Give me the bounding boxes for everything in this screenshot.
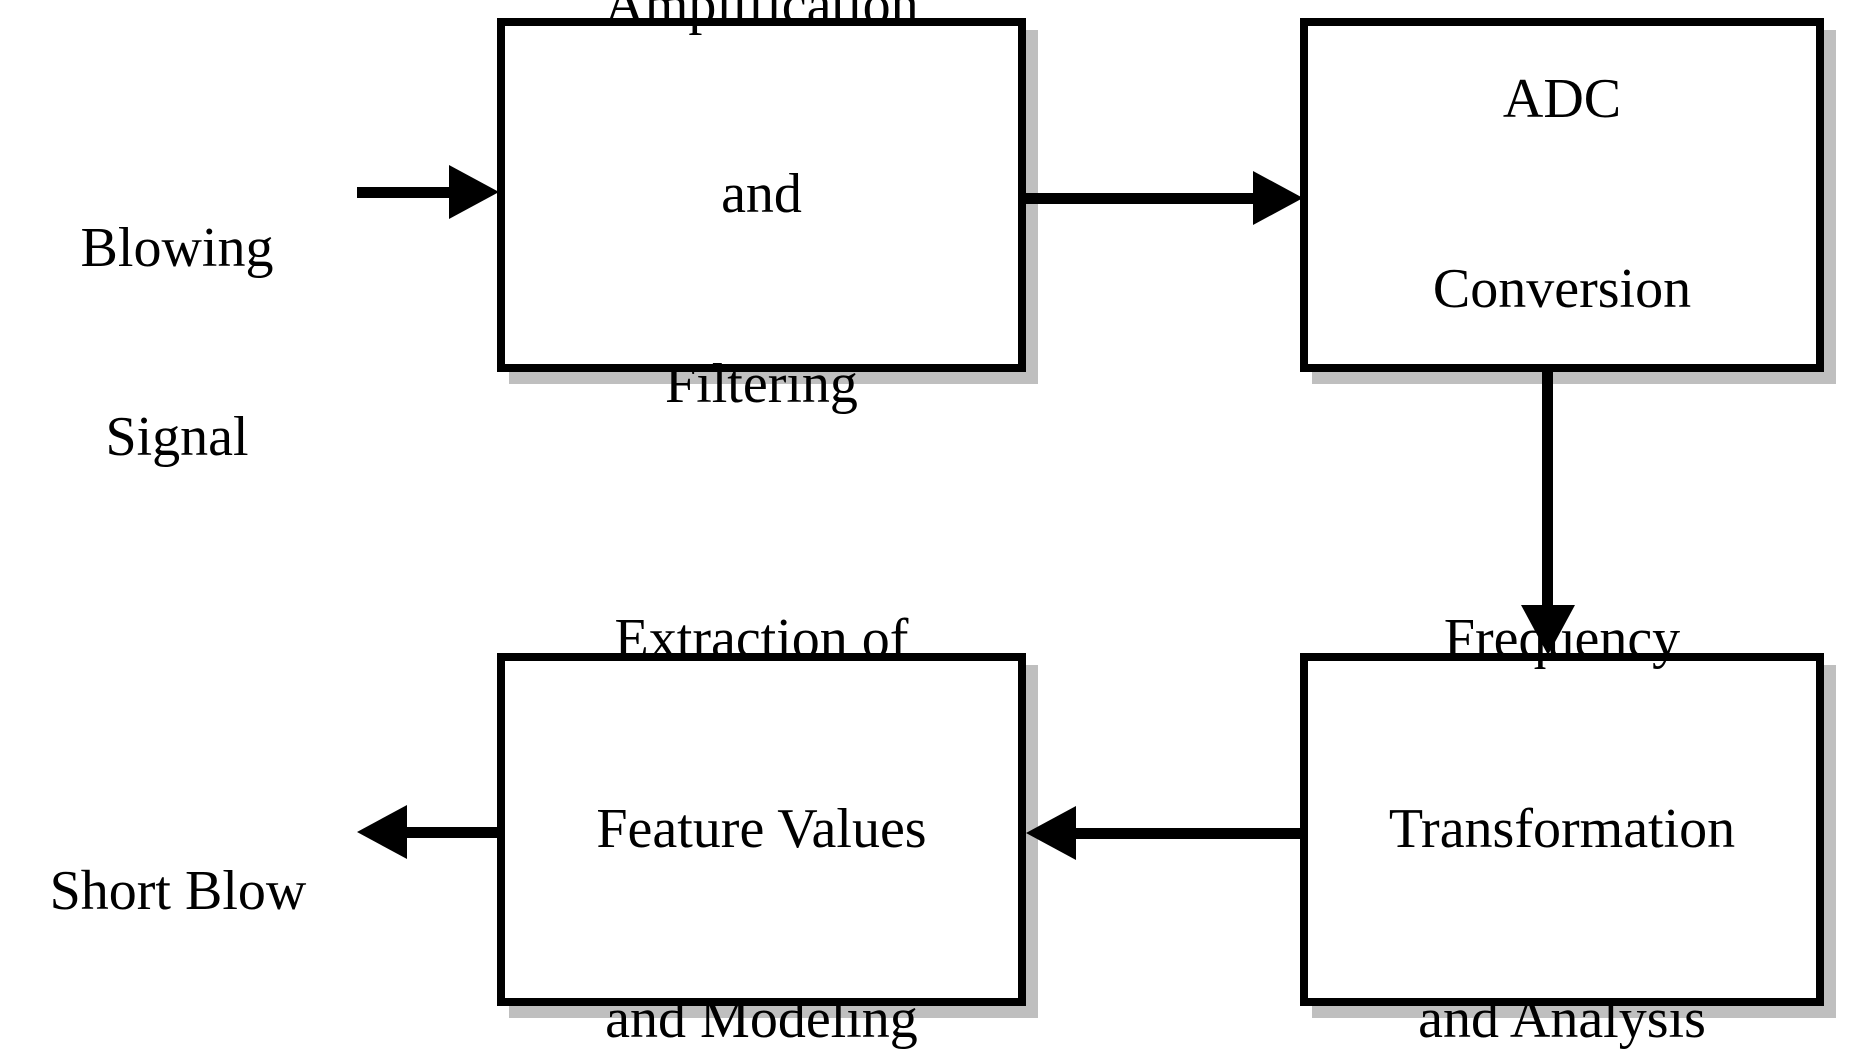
box-frequency-text: Frequency Transformation and Analysis	[1389, 482, 1735, 1056]
arrow-adc-to-frequency-shaft	[1542, 372, 1553, 610]
box-extraction-line-1: Extraction of	[614, 608, 909, 671]
arrow-frequency-to-extraction-head	[1026, 806, 1076, 860]
output-label-short-or-long-blow: Short Blow or Long Blow	[8, 735, 348, 1056]
arrow-adc-to-frequency-head	[1521, 605, 1575, 655]
box-frequency-line-3: and Analysis	[1418, 987, 1706, 1050]
box-amplification-line-2: and	[721, 163, 802, 226]
box-extraction-of-feature-values-and-modeling[interactable]: Extraction of Feature Values and Modelin…	[497, 608, 1026, 1050]
box-adc-conversion[interactable]: ADC Conversion	[1300, 18, 1824, 372]
input-label-line-1: Blowing	[80, 217, 274, 280]
arrow-frequency-to-extraction-shaft	[1073, 828, 1301, 839]
box-frequency-transformation-and-analysis[interactable]: Frequency Transformation and Analysis	[1300, 608, 1824, 1050]
box-amplification-and-filtering[interactable]: Amplification and Filtering	[497, 0, 1026, 415]
output-label-line-2: or	[8, 1049, 348, 1056]
box-adc-line-1: ADC	[1502, 68, 1622, 131]
arrow-extraction-to-output-head	[357, 805, 407, 859]
arrow-amplification-to-adc-head	[1253, 171, 1303, 225]
box-adc-text: ADC Conversion	[1433, 0, 1691, 448]
box-frequency-line-2: Transformation	[1388, 797, 1736, 860]
arrow-extraction-to-output-shaft	[406, 827, 498, 838]
arrow-input-to-amplification-shaft	[357, 187, 452, 198]
arrow-amplification-to-adc-shaft	[1026, 193, 1256, 204]
box-amplification-line-1: Amplification	[604, 0, 919, 36]
box-extraction-text: Extraction of Feature Values and Modelin…	[596, 482, 926, 1056]
box-adc-line-2: Conversion	[1432, 258, 1692, 321]
box-extraction-line-2: Feature Values	[596, 797, 927, 860]
box-amplification-line-3: Filtering	[665, 353, 858, 416]
box-amplification-text: Amplification and Filtering	[604, 0, 918, 543]
input-label-line-2: Signal	[105, 405, 249, 468]
input-label-blowing-signal: Blowing Signal	[12, 92, 342, 594]
box-extraction-line-3: and Modeling	[605, 987, 918, 1050]
box-frequency-line-1: Frequency	[1443, 608, 1681, 671]
arrow-input-to-amplification-head	[449, 165, 499, 219]
output-label-line-1: Short Blow	[49, 860, 307, 923]
